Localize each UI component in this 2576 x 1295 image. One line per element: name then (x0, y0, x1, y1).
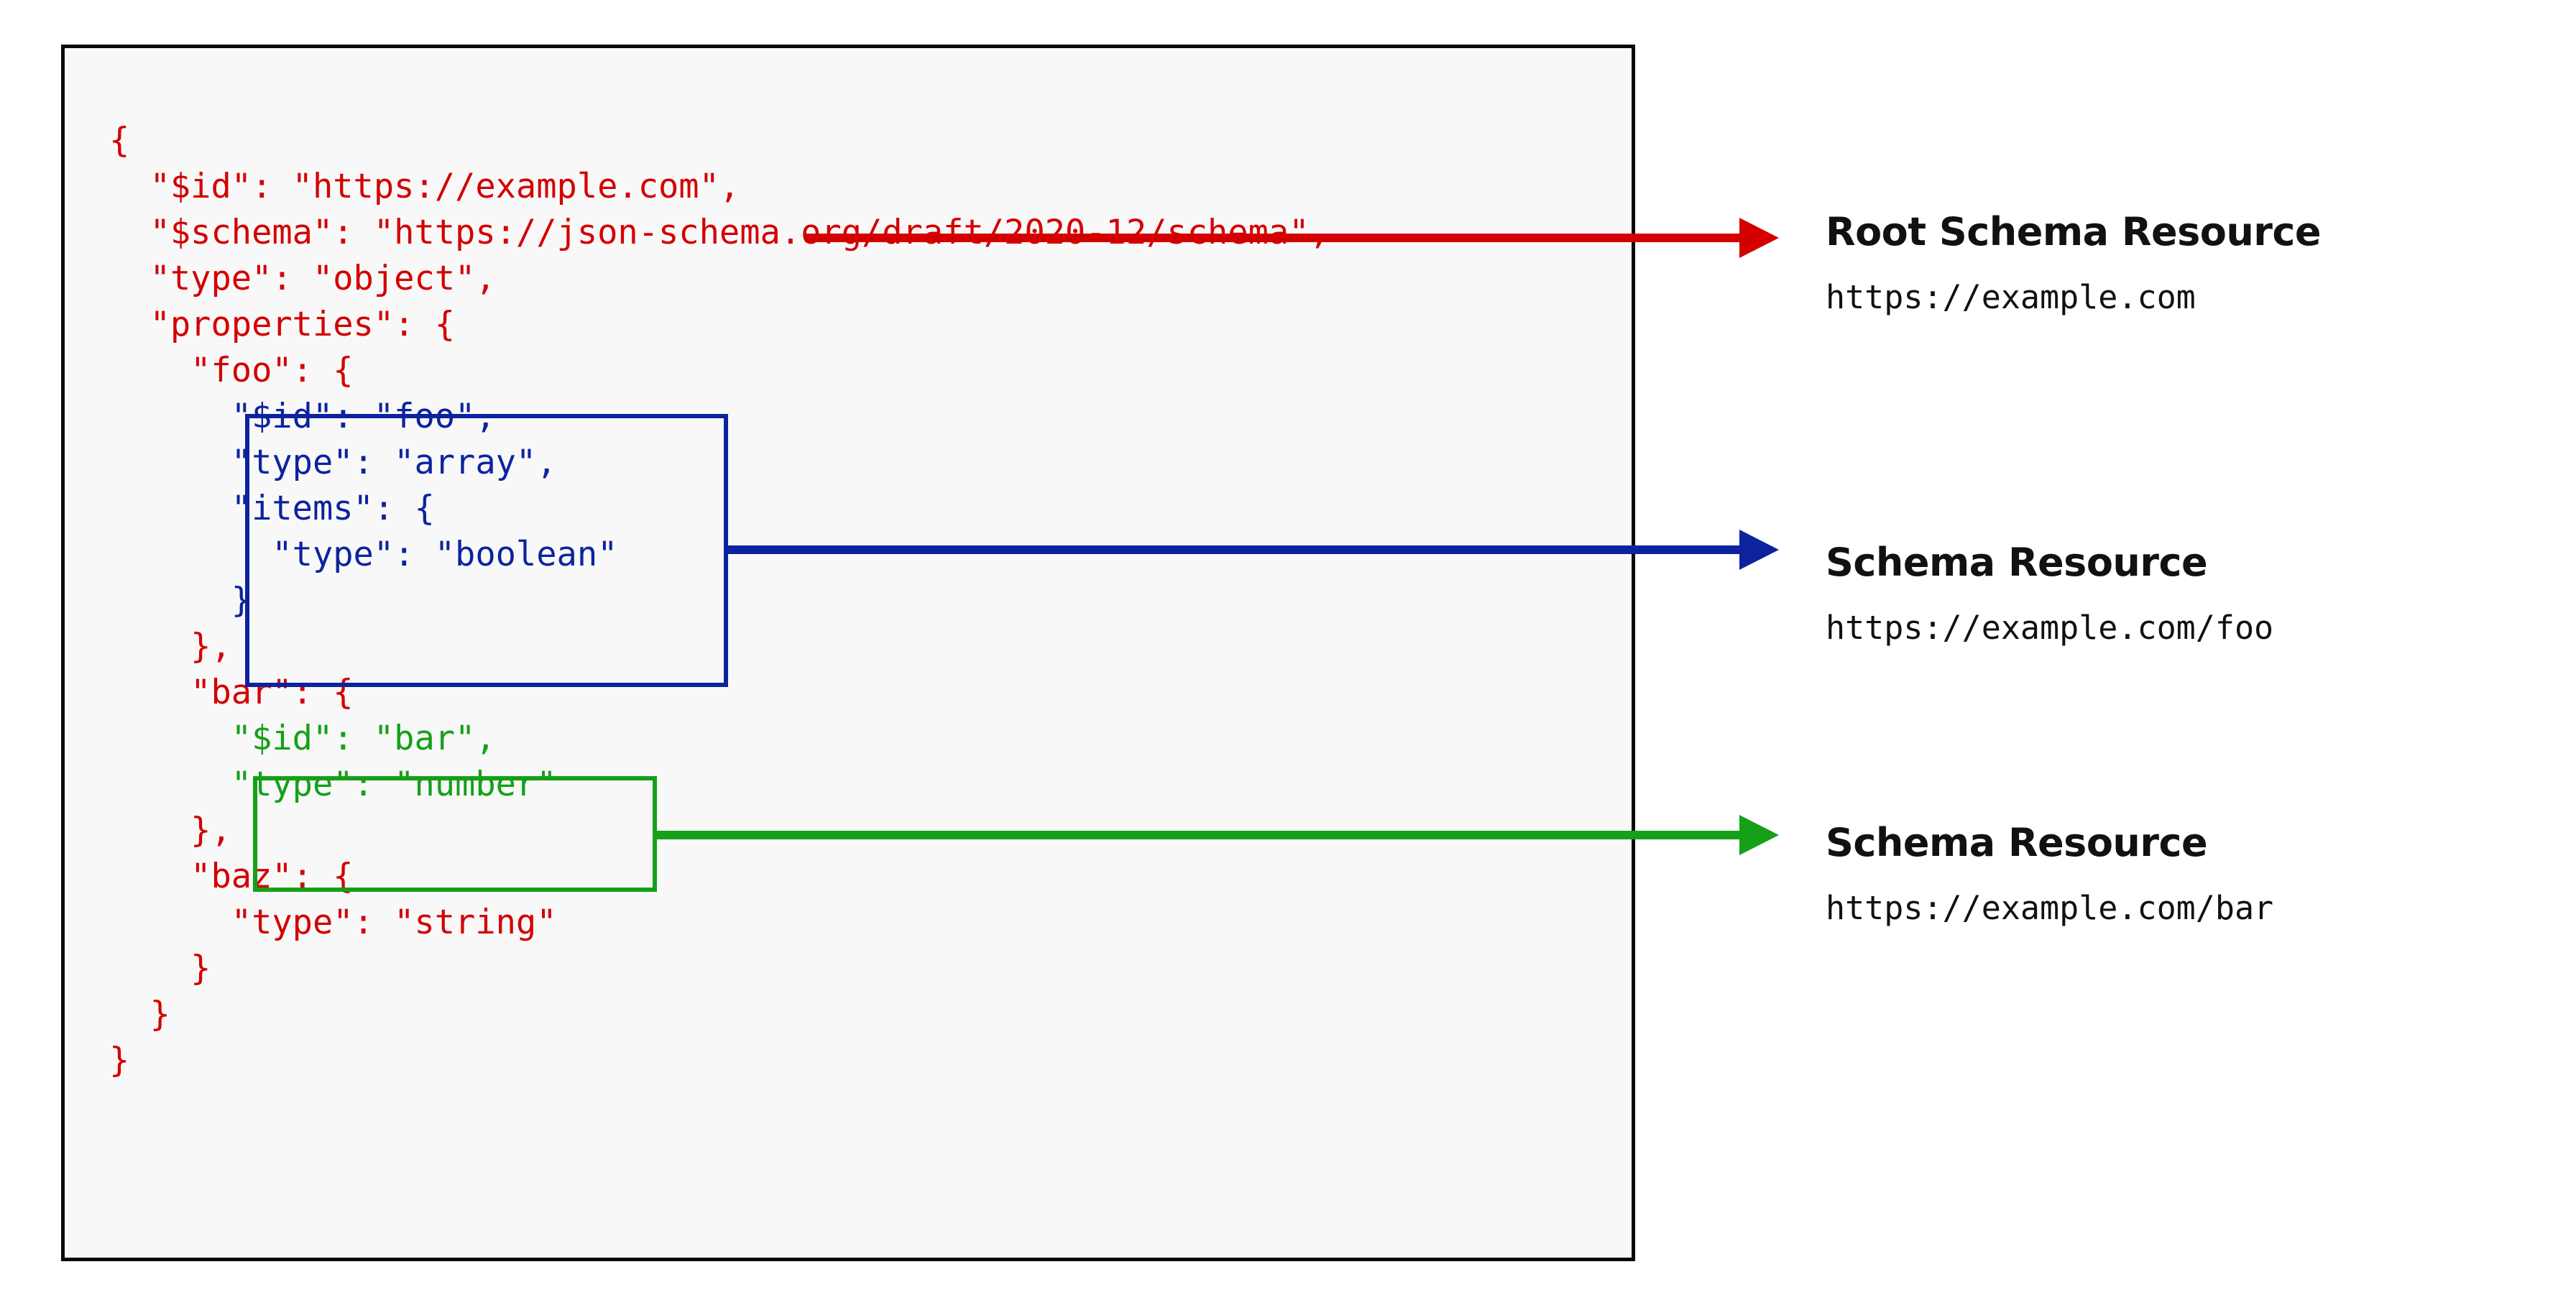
callout-url: https://example.com/foo (1826, 609, 2274, 647)
code-line: }, (109, 627, 231, 666)
code-line: "type": "array", (109, 443, 557, 482)
arrow-shaft (656, 831, 1747, 839)
code-line: } (109, 1041, 130, 1080)
arrowhead-icon (1739, 815, 1779, 855)
callout-url: https://example.com (1826, 278, 2196, 316)
code-line: "type": "number" (109, 765, 557, 804)
callout-title: Schema Resource (1826, 820, 2208, 865)
code-line: "properties": { (109, 305, 456, 344)
code-line: "$schema": "https://json-schema.org/draf… (109, 213, 1330, 252)
code-line: "type": "string" (109, 903, 557, 942)
arrow-shaft (805, 234, 1747, 242)
callout-bar-schema-resource: Schema Resource https://example.com/bar (1826, 821, 2273, 928)
callout-root-schema-resource: Root Schema Resource https://example.com (1826, 209, 2322, 318)
callout-title: Schema Resource (1826, 540, 2208, 585)
code-line: } (109, 949, 211, 988)
code-line: "$id": "https://example.com", (109, 167, 740, 206)
callout-title: Root Schema Resource (1826, 209, 2322, 254)
code-line: }, (109, 811, 231, 850)
arrowhead-icon (1739, 218, 1779, 258)
foo-subschema-highlight-box (245, 414, 728, 687)
code-line: "bar": { (109, 673, 354, 712)
callout-url: https://example.com/bar (1826, 889, 2274, 927)
code-line: "foo": { (109, 351, 354, 390)
json-code-panel: { "$id": "https://example.com", "$schema… (61, 45, 1635, 1261)
callout-foo-schema-resource: Schema Resource https://example.com/foo (1826, 540, 2273, 648)
code-line: "items": { (109, 489, 435, 528)
code-line: } (109, 995, 170, 1034)
code-line: "$id": "bar", (109, 719, 496, 758)
bar-subschema-highlight-box (253, 776, 657, 892)
arrow-shaft (727, 545, 1747, 554)
code-line: "type": "object", (109, 259, 496, 298)
code-line: { (109, 121, 130, 160)
code-line: "type": "boolean" (109, 535, 618, 574)
arrowhead-icon (1739, 530, 1779, 570)
